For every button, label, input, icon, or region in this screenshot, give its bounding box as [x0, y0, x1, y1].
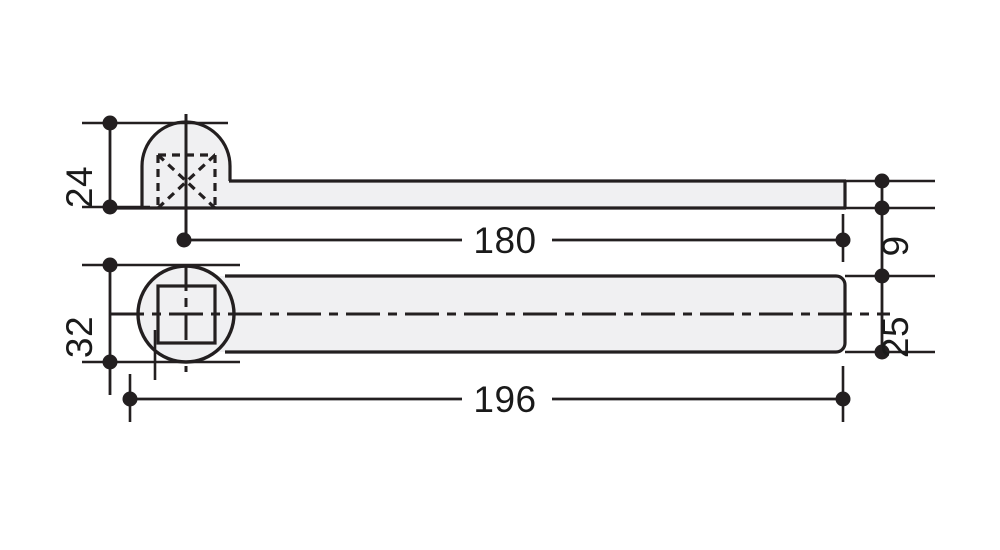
- dim-32-terminator-top: [102, 257, 118, 273]
- plan-view: [110, 264, 890, 372]
- dim-24-label: 24: [59, 166, 100, 208]
- dim-25-terminator-bottom: [874, 344, 890, 360]
- dim-24-terminator-top: [102, 115, 118, 131]
- dim-24-terminator-bottom: [102, 199, 118, 215]
- dimension-180: 180: [176, 214, 851, 262]
- side-view-arm-body: [186, 181, 845, 208]
- dim-9-label: 9: [875, 235, 916, 256]
- dimension-25: 25: [845, 268, 935, 360]
- dim-196-terminator-left: [122, 391, 138, 407]
- plan-view-arm-body: [186, 276, 845, 352]
- dimension-24: 24: [59, 115, 228, 215]
- dimension-32: 32: [59, 257, 240, 395]
- dim-180-label: 180: [473, 220, 536, 261]
- side-elevation-view: [110, 114, 847, 240]
- dimension-196: 196: [122, 330, 851, 422]
- dim-32-label: 32: [59, 316, 100, 358]
- dim-9-terminator-top: [874, 173, 890, 189]
- dim-25-label: 25: [875, 316, 916, 358]
- dim-9-terminator-bottom: [874, 200, 890, 216]
- dim-196-terminator-right: [835, 391, 851, 407]
- dim-196-label: 196: [473, 379, 536, 420]
- dim-180-terminator-right: [835, 232, 851, 248]
- dim-180-terminator-left: [176, 232, 192, 248]
- dimension-annotations: 24 9 180: [59, 115, 935, 422]
- dim-32-terminator-bottom: [102, 354, 118, 370]
- dimension-9: 9: [845, 173, 935, 272]
- dim-25-terminator-top: [874, 268, 890, 284]
